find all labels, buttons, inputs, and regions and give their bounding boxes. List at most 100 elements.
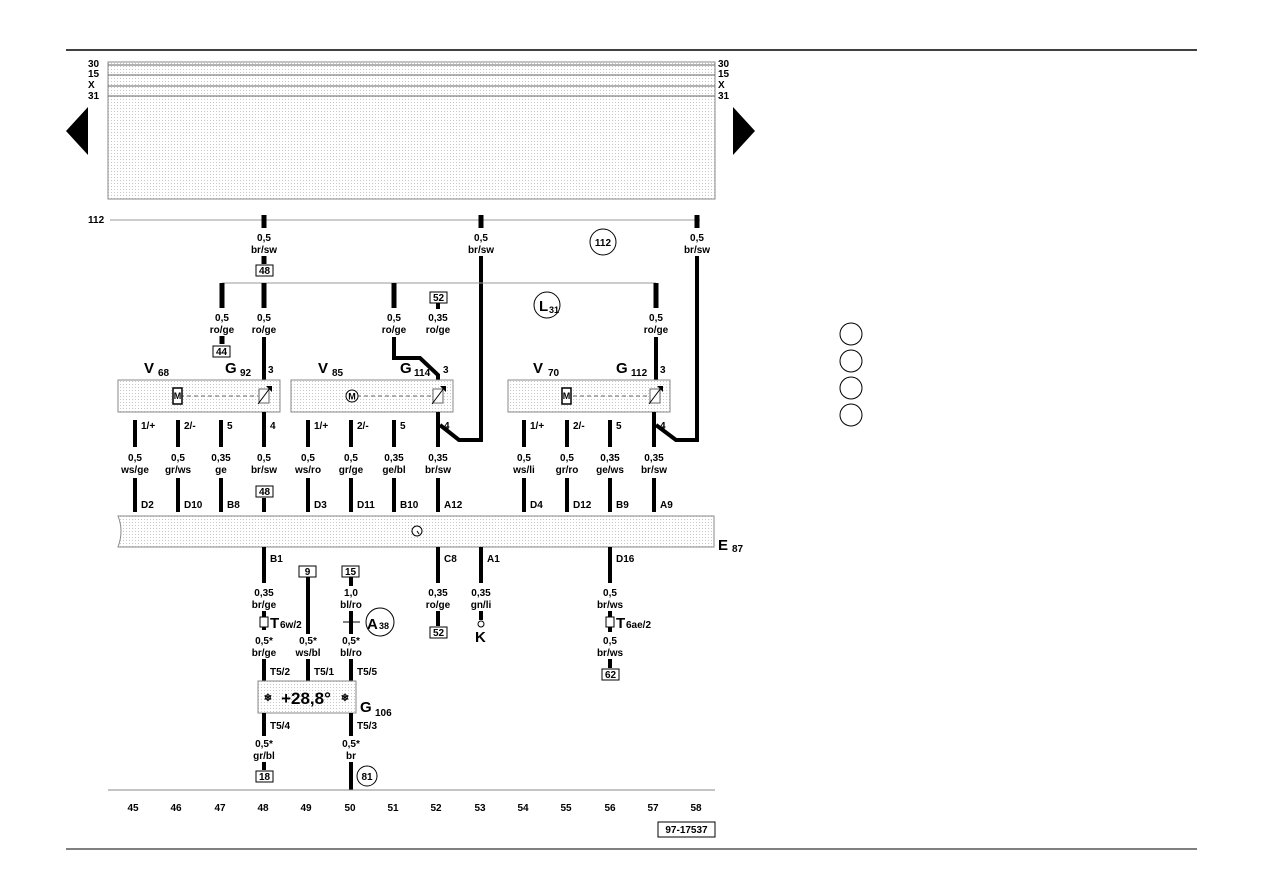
track-number: 47 [214,803,226,814]
wire-size: 0,5* [299,636,317,647]
motor-icon: M [174,391,182,401]
wire-size: 0,5 [387,313,401,324]
connector-t6ae2-icon [605,616,615,628]
wire-size: 0,5 [603,636,617,647]
wire-color: gr/ws [165,465,192,476]
g114-main: G [400,360,412,377]
track-number: 53 [474,803,486,814]
wire-color: ro/ge [252,325,277,336]
pin-label: D10 [184,500,203,511]
ref-number: 48 [259,487,271,498]
track-number: 55 [560,803,572,814]
next-page-arrow-icon[interactable] [733,107,755,155]
wire-color: ro/ge [426,325,451,336]
wire-size: 0,35 [428,588,448,599]
l31-sub: 31 [549,305,559,315]
wire-size: 0,35 [644,453,664,464]
pin-label: 4 [270,421,276,432]
wire-color: ge/bl [382,465,406,476]
ref-box-48 [255,264,274,277]
pin-label: T5/3 [357,721,377,732]
e87-main: E [718,537,728,554]
wire-size: 0,35 [600,453,620,464]
legend-circle [839,349,863,373]
location-circle-112 [589,228,617,256]
ground-label: 81 [361,772,373,783]
k-label: K [475,629,486,646]
wire-color: bl/ro [340,648,362,659]
actuator-v70-g112: M [507,379,671,413]
track-number: 52 [430,803,442,814]
wire-112-label: 112 [88,215,105,226]
wire-size: 0,5 [474,233,488,244]
pin-label: D12 [573,500,592,511]
diagram-id-box [657,821,716,838]
wire-size: 0,5 [257,313,271,324]
ref-box-52 [429,626,448,639]
ground-point-81 [356,765,378,787]
pin-label: A9 [660,500,673,511]
pin-label: A12 [444,500,463,511]
connector-t6w2-icon [259,616,269,628]
ref-box-62 [601,668,620,681]
ref-number: 44 [216,347,228,358]
previous-page-arrow-icon[interactable] [66,107,88,155]
wire-color: ro/ge [382,325,407,336]
wire-size: 0,35 [428,313,448,324]
wire-size: 0,5 [215,313,229,324]
rail-label-left-x: X [88,80,95,91]
e87-input-wires [133,478,656,512]
wire-color: ge/ws [596,465,624,476]
g106-input-wires [262,659,353,681]
diagram-id: 97-17537 [665,825,708,836]
ref-number: 15 [345,567,357,578]
wire-color: br/sw [251,245,277,256]
v70-sub: 70 [548,368,560,379]
v68-sub: 68 [158,368,170,379]
g114-sub: 114 [414,368,431,379]
legend-circle [839,376,863,400]
g92-main: G [225,360,237,377]
pin-label: B10 [400,500,419,511]
ref-number: 9 [305,567,311,578]
wire-size: 0,35 [211,453,231,464]
a38-main: A [367,616,378,633]
ref-box-48 [255,485,274,498]
motor-icon: M [348,392,356,402]
pin-label: D3 [314,500,327,511]
v85-main: V [318,360,328,377]
wire-size: 0,5 [128,453,142,464]
t6ae2-main: T [616,615,625,632]
pin-label: D16 [616,554,635,565]
wire-color: gn/li [471,600,492,611]
control-unit-e87 [117,515,715,548]
pin-label: T5/5 [357,667,377,678]
wire-color: br/ge [252,648,277,659]
track-number: 57 [647,803,659,814]
wire-size: 0,5* [342,739,360,750]
wire-to-g114 [392,337,440,383]
wire-size: 0,5* [255,739,273,750]
temperature-display: +28,8° [281,689,331,708]
wire-size: 0,5* [255,636,273,647]
t6ae2-sub: 6ae/2 [626,620,651,631]
pin-label: 3 [443,365,449,376]
actuator-v85-g114: M [290,379,454,413]
wire-color: br/ws [597,648,624,659]
snowflake-icon: ❄ [341,693,349,704]
ref-box-44 [212,345,231,358]
pin-label: D2 [141,500,154,511]
pin-label: T5/2 [270,667,290,678]
pin-label: D11 [357,500,375,511]
a38-sub: 38 [379,621,389,631]
pin-label: 4 [660,421,666,432]
wire-color: gr/ro [556,465,579,476]
track-number: 49 [300,803,312,814]
ref-number: 62 [605,670,617,681]
l31-main: L [539,298,548,315]
wire-size: 1,0 [344,588,358,599]
pin-label: A1 [487,554,500,565]
wire-color: ws/li [512,465,535,476]
wire-size: 0,5 [560,453,574,464]
wire-size: 0,35 [471,588,491,599]
